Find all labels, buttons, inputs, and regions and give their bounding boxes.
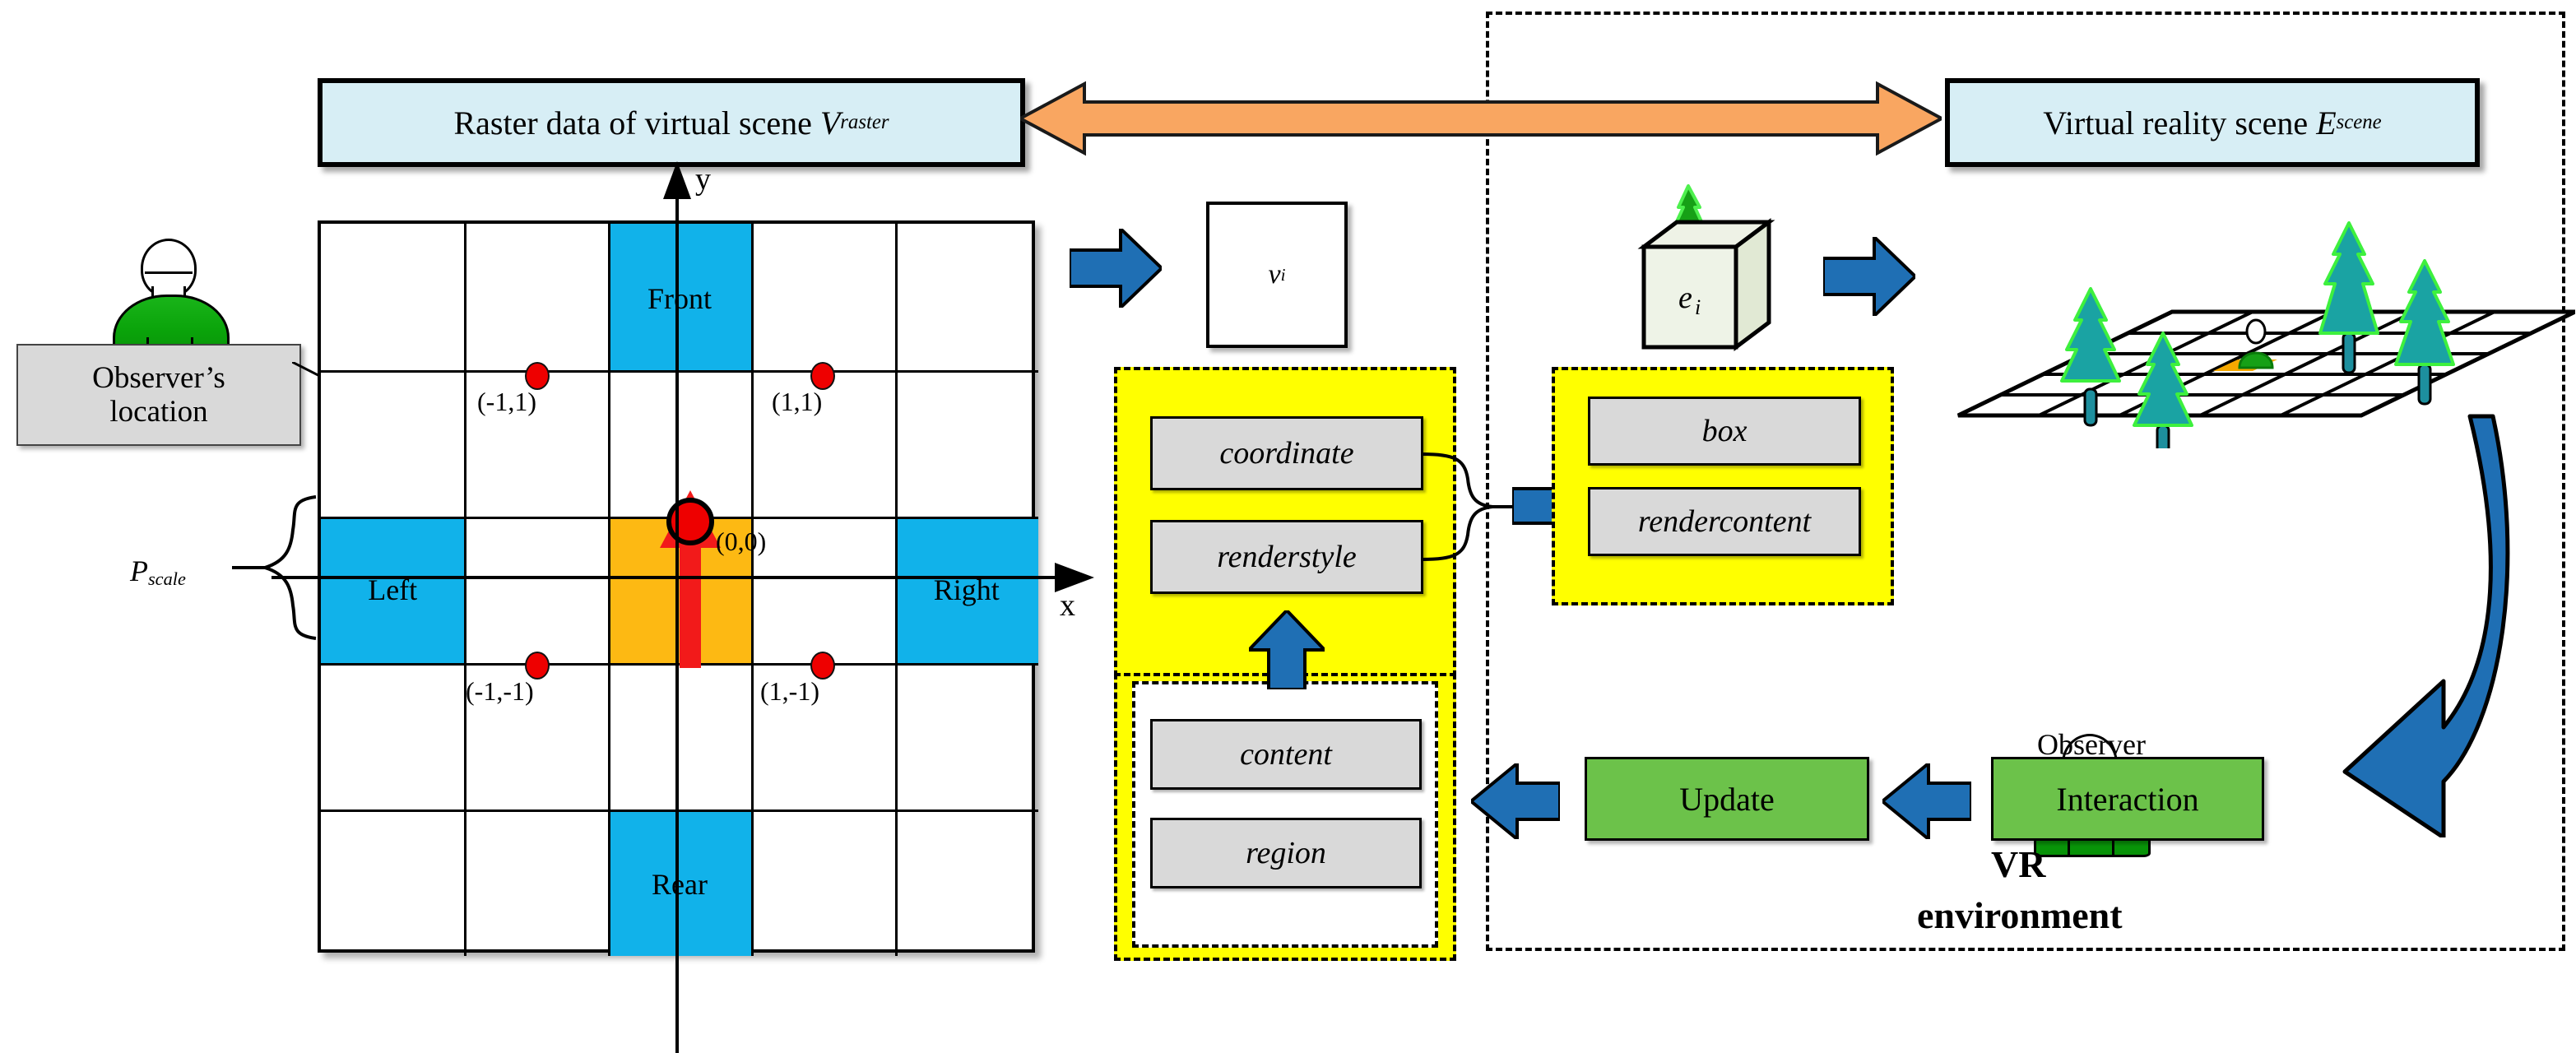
feedback-curved-arrow (2342, 414, 2510, 837)
x-axis-label: x (1060, 588, 1075, 623)
x-axis (272, 563, 1094, 592)
vr-environment-label-line1: VR (1991, 843, 2046, 885)
raster-data-symbol: V (819, 104, 841, 141)
arrow-update-to-payload (1471, 763, 1560, 839)
arrow-interaction-to-update (1882, 763, 1971, 839)
grid-label-front: Front (647, 282, 712, 315)
vr-scene-label: Virtual reality scene (2043, 104, 2309, 141)
vr-terrain-scene (1956, 221, 2575, 448)
observer-location-line1: Observer’s (92, 360, 225, 395)
vr-observer-label: Observer (2037, 728, 2146, 761)
grid-point-label-1-1: (1,1) (772, 387, 823, 416)
grid-point-label-1-n1: (1,-1) (760, 676, 819, 706)
attribute-merge-brace (1422, 452, 1512, 561)
ei-cube-with-tree: e i (1637, 184, 1775, 351)
arrow-payload-to-attributes (1249, 610, 1325, 689)
raster-data-label: Raster data of virtual scene (453, 104, 812, 141)
interaction-button[interactable]: Interaction (1991, 757, 2264, 841)
p-scale-label: Pscale (130, 554, 186, 589)
vr-scene-subscript: scene (2336, 111, 2382, 133)
grid-point-marker (810, 362, 835, 390)
grid-point-label-n1-n1: (-1,-1) (466, 676, 534, 706)
update-button[interactable]: Update (1585, 757, 1869, 841)
arrow-ei-to-scene (1823, 237, 1915, 316)
observer-location-line2: location (109, 395, 208, 429)
attribute-rendercontent[interactable]: rendercontent (1588, 487, 1861, 556)
attribute-content[interactable]: content (1150, 719, 1422, 790)
bidirectional-sync-arrow (1020, 81, 1942, 156)
attribute-region[interactable]: region (1150, 818, 1422, 888)
y-axis (663, 161, 691, 958)
attribute-coordinate[interactable]: coordinate (1150, 416, 1423, 490)
grid-point-marker (525, 362, 550, 390)
raster-data-subscript: raster (840, 111, 889, 133)
vi-symbol: v (1268, 259, 1281, 290)
y-axis-label: y (695, 162, 711, 197)
vr-environment-region (1486, 12, 2565, 951)
grid-point-marker (810, 652, 835, 680)
vi-subscript: i (1280, 264, 1286, 285)
svg-text:e: e (1678, 281, 1692, 315)
grid-cell-front (607, 224, 752, 370)
y-axis-lower (675, 953, 679, 1053)
grid-cell-right (894, 517, 1038, 663)
grid-label-rear: Rear (652, 868, 708, 901)
attribute-box[interactable]: box (1588, 397, 1861, 466)
attribute-renderstyle[interactable]: renderstyle (1150, 520, 1423, 594)
p-scale-brace (232, 495, 317, 640)
observer-location-callout: Observer’s location (16, 344, 301, 446)
arrow-raster-to-vi (1070, 229, 1162, 308)
terrain-observer-icon (2238, 318, 2274, 369)
origin-marker-icon (666, 498, 714, 545)
vr-environment-label-line2: environment (1917, 894, 2123, 936)
grid-cell-rear (607, 809, 752, 956)
grid-point-label-0-0: (0,0) (716, 526, 767, 556)
grid-point-marker (525, 652, 550, 680)
vr-scene-symbol: E (2316, 104, 2337, 141)
grid-cell-left (321, 517, 465, 663)
svg-text:i: i (1695, 295, 1701, 319)
grid-point-label-n1-1: (-1,1) (477, 387, 536, 416)
